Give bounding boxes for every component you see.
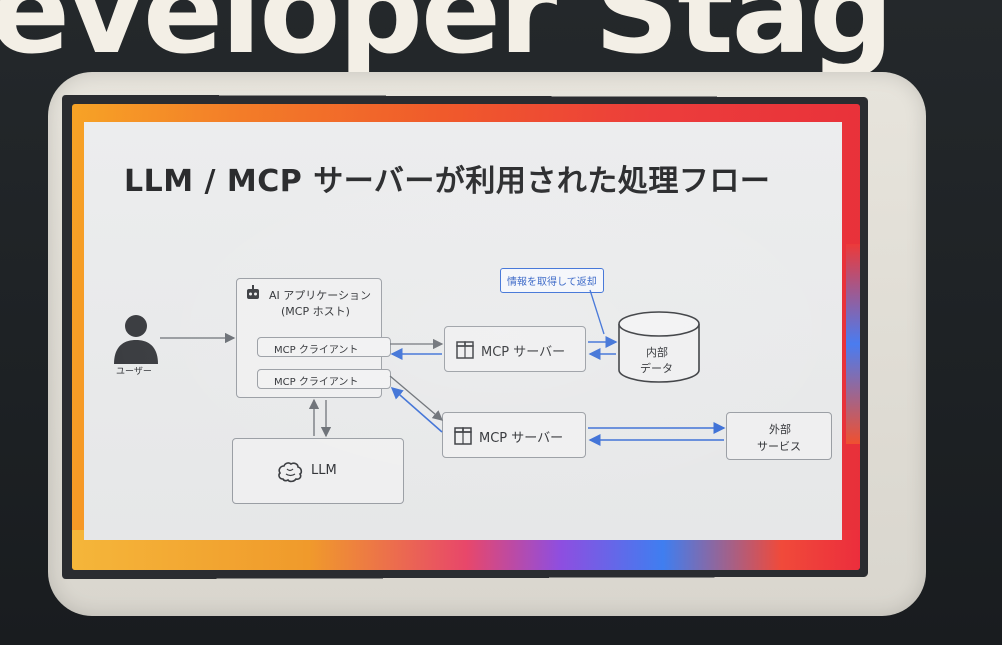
slide-title: LLM / MCP サーバーが利用された処理フロー	[124, 164, 771, 199]
mcp-client-2: MCP クライアント	[257, 369, 391, 389]
server-blocks-icon	[454, 427, 472, 445]
developer-stage-banner: eveloper Stag	[0, 0, 894, 80]
llm-box: LLM	[232, 438, 404, 504]
internal-data-line1: 内部	[646, 346, 668, 359]
brain-icon	[278, 462, 303, 483]
ai-app-title: AI アプリケーション	[269, 289, 372, 302]
user-label: ユーザー	[116, 367, 152, 377]
robot-icon	[247, 285, 259, 299]
mcp-client-2-label: MCP クライアント	[274, 377, 359, 388]
mcp-server-2-box: MCP サーバー	[442, 412, 586, 458]
flow-arrows	[160, 289, 726, 446]
presentation-slide: LLM / MCP サーバーが利用された処理フロー ユーザー AI アプリケーシ…	[84, 122, 842, 540]
database-cylinder-icon	[618, 311, 700, 383]
arrow-client2-to-server2	[389, 375, 443, 421]
user-icon	[114, 315, 158, 364]
arrow-server2-to-client2	[390, 387, 443, 433]
external-service-box: 外部 サービス	[726, 412, 832, 460]
external-service-line1: 外部	[769, 423, 791, 436]
internal-data-line2: データ	[640, 362, 673, 375]
ai-application-box: AI アプリケーション (MCP ホスト) MCP クライアント MCP クライ…	[236, 278, 391, 398]
mcp-client-1: MCP クライアント	[257, 337, 391, 357]
callout-pointer	[589, 289, 605, 335]
mcp-server-1-label: MCP サーバー	[481, 345, 566, 360]
mcp-client-1-label: MCP クライアント	[274, 345, 359, 356]
mcp-server-1-box: MCP サーバー	[444, 326, 586, 372]
ai-app-subtitle: (MCP ホスト)	[281, 305, 350, 318]
mcp-server-2-label: MCP サーバー	[479, 431, 564, 446]
retrieve-info-callout: 情報を取得して返却	[500, 268, 604, 293]
llm-label: LLM	[311, 463, 337, 478]
external-service-line2: サービス	[757, 440, 801, 453]
server-blocks-icon	[456, 341, 474, 359]
